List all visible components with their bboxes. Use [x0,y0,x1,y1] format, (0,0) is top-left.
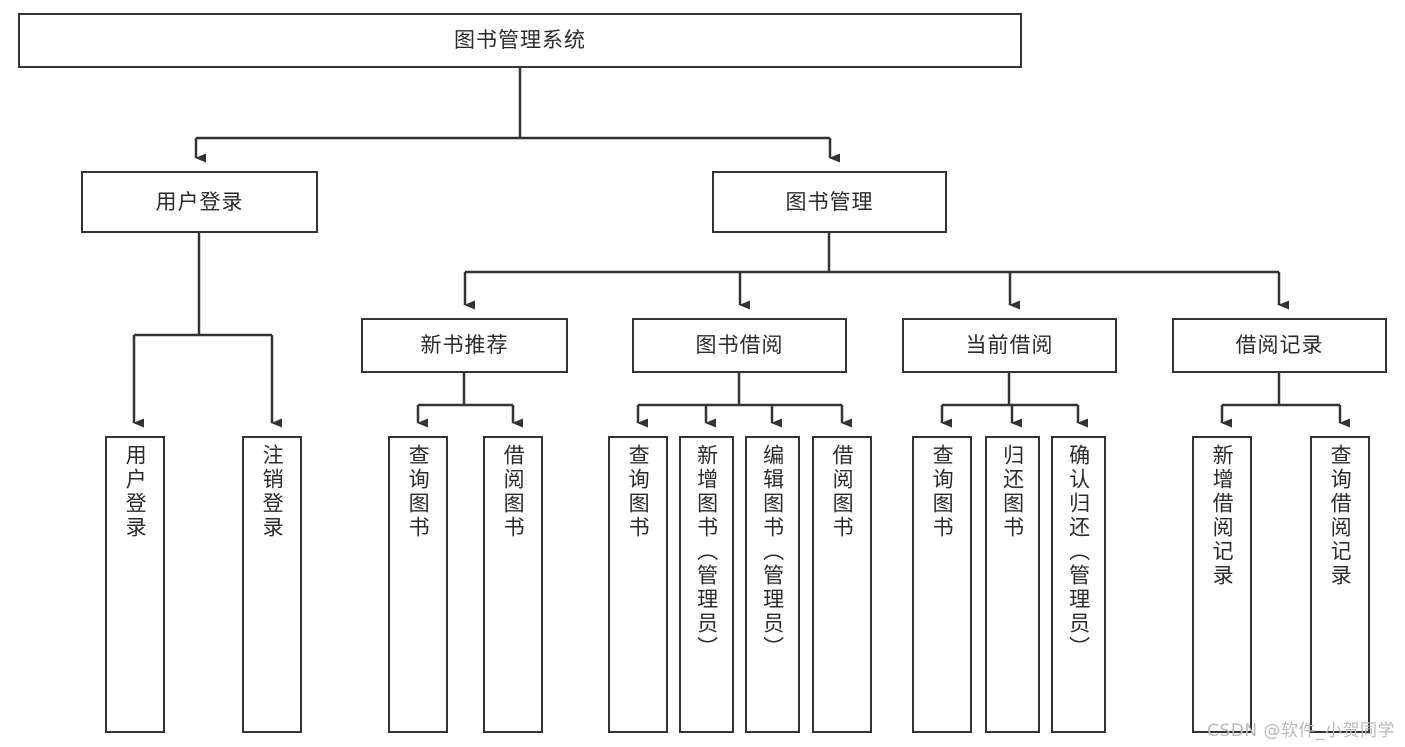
watermark: CSDN @软件_小贺同学 [1207,721,1395,741]
node-book-borrow[interactable]: 图书借阅 [632,318,847,373]
node-borrow-record-label: 借阅记录 [1235,333,1324,358]
node-borrow-record[interactable]: 借阅记录 [1172,318,1387,373]
node-leaf-query-book-1[interactable]: 查询图书 [388,436,448,733]
node-book-borrow-label: 图书借阅 [695,333,784,358]
node-leaf-logout-label: 注销登录 [260,444,285,540]
node-leaf-borrow-book-1[interactable]: 借阅图书 [483,436,543,733]
node-leaf-user-login-label: 用户登录 [123,444,148,540]
node-root[interactable]: 图书管理系统 [18,13,1022,68]
node-user-login-label: 用户登录 [155,189,244,214]
node-book-manage-label: 图书管理 [785,189,874,214]
node-leaf-add-book[interactable]: 新增图书（管理员） [679,436,734,733]
node-leaf-add-record-label: 新增借阅记录 [1210,444,1235,588]
node-new-book-recommend[interactable]: 新书推荐 [361,318,568,373]
node-leaf-borrow-book-2-label: 借阅图书 [830,444,855,540]
node-leaf-confirm-return-label: 确认归还（管理员） [1066,444,1091,660]
node-leaf-return-book[interactable]: 归还图书 [985,436,1040,733]
node-leaf-query-book-2[interactable]: 查询图书 [608,436,668,733]
node-leaf-edit-book[interactable]: 编辑图书（管理员） [745,436,800,733]
node-leaf-query-book-2-label: 查询图书 [626,444,651,540]
node-leaf-query-record-label: 查询借阅记录 [1328,444,1353,588]
node-new-book-recommend-label: 新书推荐 [420,333,509,358]
node-leaf-user-login[interactable]: 用户登录 [105,436,165,733]
node-leaf-confirm-return[interactable]: 确认归还（管理员） [1051,436,1106,733]
node-leaf-borrow-book-2[interactable]: 借阅图书 [812,436,872,733]
node-book-manage[interactable]: 图书管理 [712,171,947,233]
node-root-label: 图书管理系统 [454,28,586,53]
node-leaf-query-record[interactable]: 查询借阅记录 [1310,436,1370,733]
node-current-borrow-label: 当前借阅 [965,333,1054,358]
node-leaf-logout[interactable]: 注销登录 [242,436,302,733]
node-leaf-query-book-3[interactable]: 查询图书 [912,436,972,733]
node-user-login[interactable]: 用户登录 [81,171,318,233]
node-leaf-edit-book-label: 编辑图书（管理员） [760,444,785,660]
node-leaf-add-record[interactable]: 新增借阅记录 [1192,436,1252,733]
node-leaf-query-book-3-label: 查询图书 [930,444,955,540]
node-current-borrow[interactable]: 当前借阅 [902,318,1117,373]
node-leaf-borrow-book-1-label: 借阅图书 [501,444,526,540]
node-leaf-return-book-label: 归还图书 [1000,444,1025,540]
node-leaf-query-book-1-label: 查询图书 [406,444,431,540]
node-leaf-add-book-label: 新增图书（管理员） [694,444,719,660]
